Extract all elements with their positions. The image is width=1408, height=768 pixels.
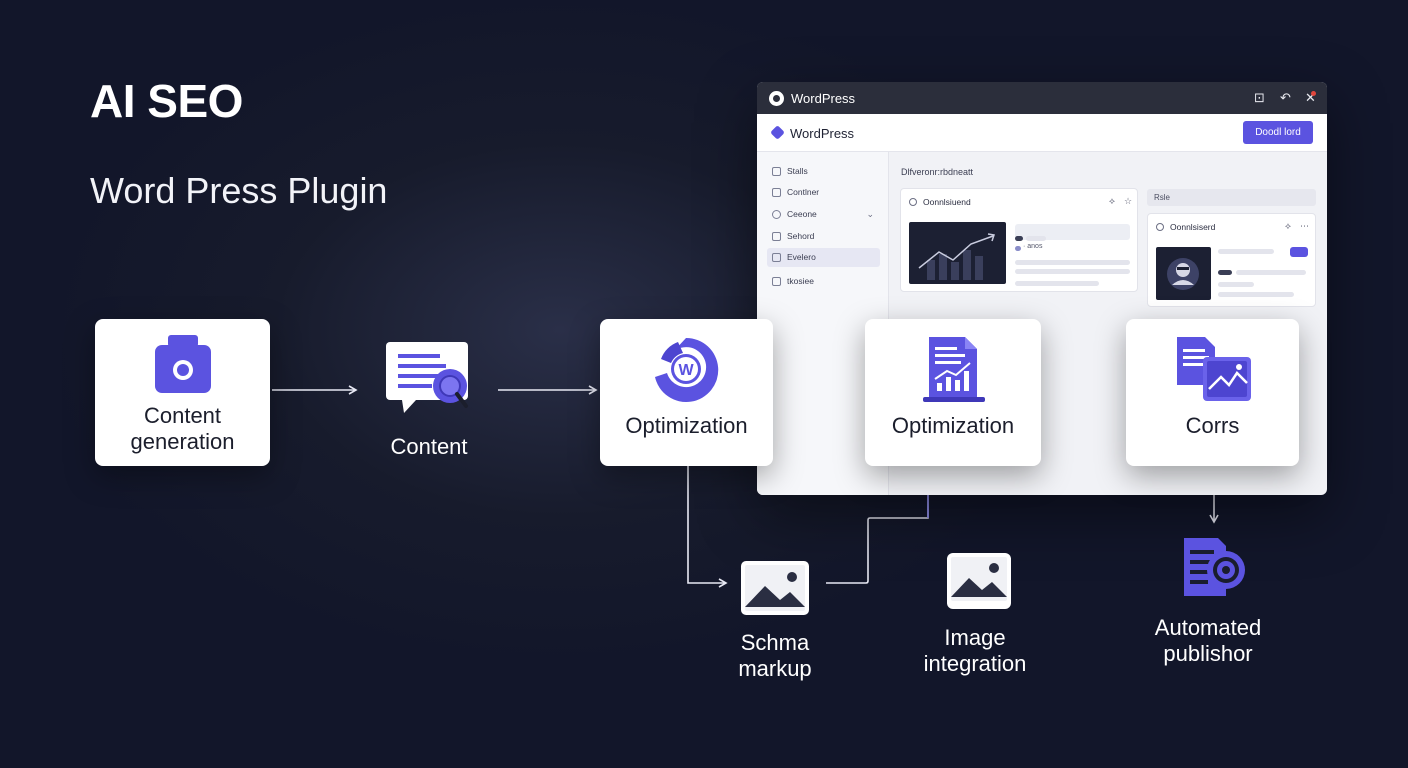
more-icon[interactable]: ⋯ xyxy=(1300,221,1309,232)
chat-search-icon xyxy=(384,340,474,415)
wordpress-logo-icon xyxy=(769,91,784,106)
output-image-integration-label: Image integration xyxy=(895,625,1055,677)
camera-icon xyxy=(155,335,211,395)
trend-chart-icon xyxy=(909,222,1006,284)
app-logo-icon xyxy=(770,125,785,140)
screenshot-icon[interactable]: ⊡ xyxy=(1254,90,1265,106)
window-title: WordPress xyxy=(791,91,855,106)
nav-icon xyxy=(772,188,781,197)
avatar-thumbnail xyxy=(1156,247,1211,300)
step-label: Optimization xyxy=(600,413,773,439)
step-content-generation[interactable]: Content generation xyxy=(95,319,270,466)
window-titlebar: WordPress ⊡ ↶ ✕ xyxy=(757,82,1327,114)
chart-thumbnail xyxy=(909,222,1006,284)
header-action-button[interactable]: Doodl lord xyxy=(1243,121,1313,144)
sidebar-item-ceeone[interactable]: Ceeone ⌄ xyxy=(767,205,880,224)
page-title: AI SEO xyxy=(90,74,243,128)
avatar-icon xyxy=(1156,247,1211,300)
settings-icon[interactable]: ⟡ xyxy=(1285,221,1291,232)
nav-icon xyxy=(772,253,781,262)
skeleton-dot xyxy=(1015,236,1023,241)
skeleton-line xyxy=(1026,236,1046,241)
sidebar-item-sehord[interactable]: Sehord xyxy=(767,227,880,246)
analytics-card[interactable]: Oonnlsiuend ⟡ ☆ · anos xyxy=(900,188,1138,292)
app-name: WordPress xyxy=(790,126,854,141)
nav-icon xyxy=(772,210,781,219)
card-icon xyxy=(909,198,917,206)
step-optimization-report[interactable]: Optimization xyxy=(865,319,1041,466)
skeleton-line xyxy=(1015,281,1099,286)
sidebar-item-stalls[interactable]: Stalls xyxy=(767,162,880,181)
skeleton-line xyxy=(1218,249,1274,254)
publish-target-icon xyxy=(1180,536,1248,600)
step-corrs[interactable]: Corrs xyxy=(1126,319,1299,466)
settings-icon[interactable]: ⟡ xyxy=(1109,196,1115,207)
step-optimization-wordpress[interactable]: W Optimization xyxy=(600,319,773,466)
card-icon xyxy=(1156,223,1164,231)
undo-icon[interactable]: ↶ xyxy=(1280,90,1291,106)
documents-image-icon xyxy=(1175,335,1253,403)
image-icon xyxy=(946,552,1012,610)
card-title: Oonnlsiuend xyxy=(923,197,971,207)
step-label: Corrs xyxy=(1126,413,1299,439)
skeleton-dot xyxy=(1218,270,1232,275)
chart-report-icon xyxy=(923,335,985,405)
side-panel-label: Rsle xyxy=(1147,189,1316,206)
badge xyxy=(1290,247,1308,257)
nav-icon xyxy=(772,232,781,241)
sidebar-item-contlner[interactable]: Contlner xyxy=(767,183,880,202)
page-subtitle: Word Press Plugin xyxy=(90,170,387,212)
chevron-down-icon[interactable]: ⌄ xyxy=(866,205,874,224)
sidebar-item-evelero[interactable]: Evelero xyxy=(767,248,880,267)
nav-icon xyxy=(772,167,781,176)
step-content-label: Content xyxy=(364,434,494,460)
step-label: Optimization xyxy=(865,413,1041,439)
skeleton-line xyxy=(1218,282,1254,287)
step-label: Content generation xyxy=(95,403,270,455)
profile-card[interactable]: Oonnlsiserd ⟡ ⋯ xyxy=(1147,213,1316,307)
wordpress-icon: W xyxy=(653,337,719,403)
output-schema-markup-label: Schma markup xyxy=(705,630,845,682)
image-icon xyxy=(740,560,810,616)
notification-dot xyxy=(1311,91,1316,96)
main-heading: Dlfveronr:rbdneatt xyxy=(901,167,973,177)
svg-text:W: W xyxy=(678,362,694,379)
skeleton-line xyxy=(1218,292,1294,297)
card-row-text: · anos xyxy=(1023,243,1042,250)
skeleton-dot xyxy=(1015,246,1021,251)
card-title: Oonnlsiserd xyxy=(1170,222,1215,232)
output-automated-publisher-label: Automated publishor xyxy=(1133,615,1283,667)
skeleton-line xyxy=(1015,260,1130,265)
star-icon[interactable]: ☆ xyxy=(1124,196,1132,207)
skeleton-line xyxy=(1236,270,1306,275)
sidebar-item-tkosiee[interactable]: tkosiee xyxy=(767,272,880,291)
nav-icon xyxy=(772,277,781,286)
arrow-optimization-to-schema xyxy=(688,466,726,583)
skeleton-line xyxy=(1015,269,1130,274)
app-header: WordPress Doodl lord xyxy=(757,114,1327,152)
